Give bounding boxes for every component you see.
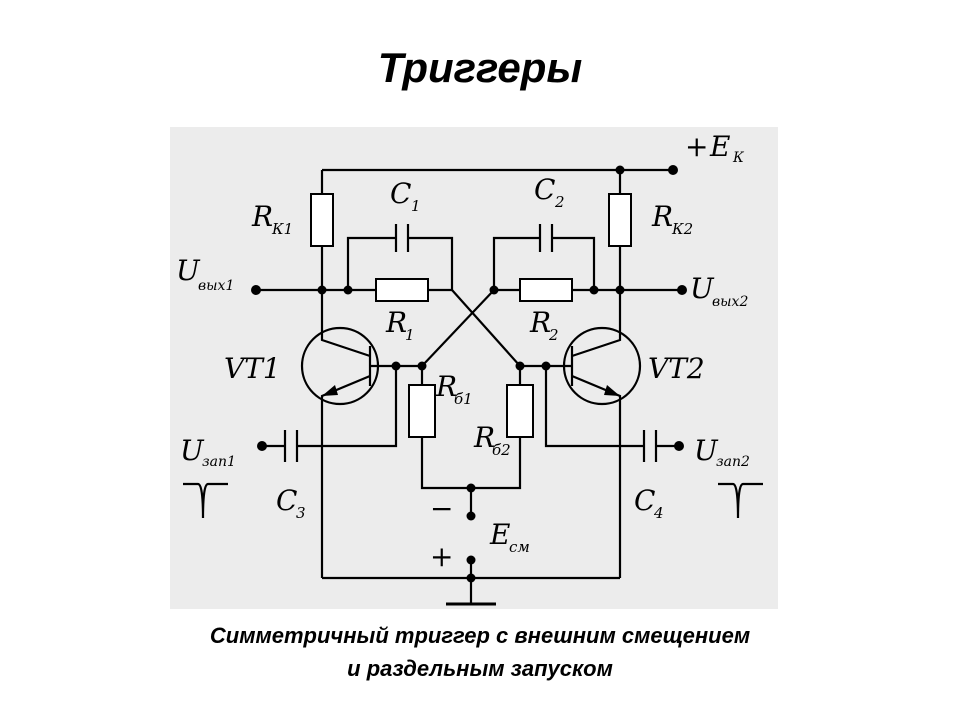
c3-label: C — [276, 484, 297, 517]
vt2-emitter-arrow — [604, 385, 620, 396]
c4-sub-label: 4 — [653, 504, 664, 522]
c2-wire — [492, 236, 596, 290]
node-ground — [466, 573, 476, 583]
uzap1-wire — [265, 366, 398, 448]
c2-sub-label: 2 — [554, 193, 565, 211]
vt2-collector — [571, 330, 622, 358]
circuit-diagram: + E К R К1 R К2 C 1 C 2 R 1 R 2 U вых1 U… — [170, 127, 778, 609]
cross-wire-b — [421, 289, 495, 367]
c1-capacitor — [394, 224, 410, 252]
uout1-sub-label: вых1 — [198, 278, 234, 294]
c4-capacitor — [642, 430, 658, 462]
vt1-collector — [320, 330, 371, 358]
c1-sub-label: 1 — [411, 197, 421, 215]
r2-label: R — [529, 306, 551, 339]
circuit-schematic: + E К R К1 R К2 C 1 C 2 R 1 R 2 U вых1 U… — [176, 130, 763, 606]
uout1-label: U — [176, 254, 201, 287]
rk2-label: R — [651, 200, 673, 233]
cross-wire-a — [451, 289, 521, 367]
c2-capacitor — [538, 224, 554, 252]
c1-wire — [346, 236, 454, 290]
c2-label: C — [534, 173, 555, 206]
uzap2-wire — [544, 366, 676, 448]
vt1-emitter — [320, 374, 371, 578]
vt1-label: VT1 — [224, 352, 281, 385]
r1-label: R — [385, 306, 407, 339]
rk2-sub-label: К2 — [671, 220, 693, 238]
c3-sub-label: 3 — [296, 504, 306, 522]
uzap1-sub-label: зап1 — [202, 454, 236, 470]
r2-resistor — [519, 278, 573, 302]
caption-line-1: Симметричный триггер с внешним смещением — [209, 623, 751, 648]
slide-title: Триггеры — [377, 44, 583, 91]
uout2-label: U — [690, 272, 715, 305]
vt2-emitter — [571, 374, 622, 578]
bias-sub-label: см — [509, 538, 530, 556]
rb1-label: R — [435, 370, 457, 403]
uzap2-label: U — [694, 434, 719, 467]
rb2-label: R — [473, 421, 495, 454]
bias-minus-terminal — [466, 511, 476, 521]
uzap1-terminal — [257, 441, 267, 451]
r1-sub-label: 1 — [405, 326, 415, 344]
rb2-sub-label: б2 — [492, 441, 511, 459]
uzap2-terminal — [674, 441, 684, 451]
supply-label: E — [709, 130, 730, 163]
vt1-emitter-arrow — [322, 385, 338, 396]
bias-plus-label: + — [430, 540, 453, 573]
supply-plus-label: + — [685, 130, 708, 163]
rk2-resistor — [608, 193, 632, 247]
uout2-sub-label: вых2 — [712, 294, 748, 310]
r2-sub-label: 2 — [548, 326, 559, 344]
rb1-sub-label: б1 — [454, 390, 473, 408]
uout2-terminal — [677, 285, 687, 295]
node-c2-right — [615, 285, 625, 295]
uzap1-label: U — [180, 434, 205, 467]
node-c1-left — [317, 285, 327, 295]
uout1-terminal — [251, 285, 261, 295]
uzap2-pulse — [718, 482, 763, 519]
supply-terminal — [668, 165, 678, 175]
r1-resistor — [375, 278, 429, 302]
vt1-transistor — [300, 326, 380, 406]
rk1-label: R — [251, 200, 273, 233]
rk1-resistor — [310, 193, 334, 247]
bias-minus-label: − — [430, 492, 453, 525]
uzap1-pulse — [183, 482, 228, 519]
bias-plus-terminal — [466, 555, 476, 565]
uzap2-sub-label: зап2 — [716, 454, 750, 470]
c4-label: C — [634, 484, 655, 517]
c3-capacitor — [283, 430, 299, 462]
rk1-sub-label: К1 — [271, 220, 293, 238]
vt2-label: VT2 — [648, 352, 705, 385]
vt2-transistor — [562, 326, 642, 406]
bias-label: E — [489, 518, 510, 551]
rb2-resistor — [506, 384, 534, 438]
c1-label: C — [390, 177, 411, 210]
supply-sub-label: К — [732, 150, 745, 166]
caption-line-2: и раздельным запуском — [347, 656, 613, 681]
rb1-resistor — [408, 384, 436, 438]
